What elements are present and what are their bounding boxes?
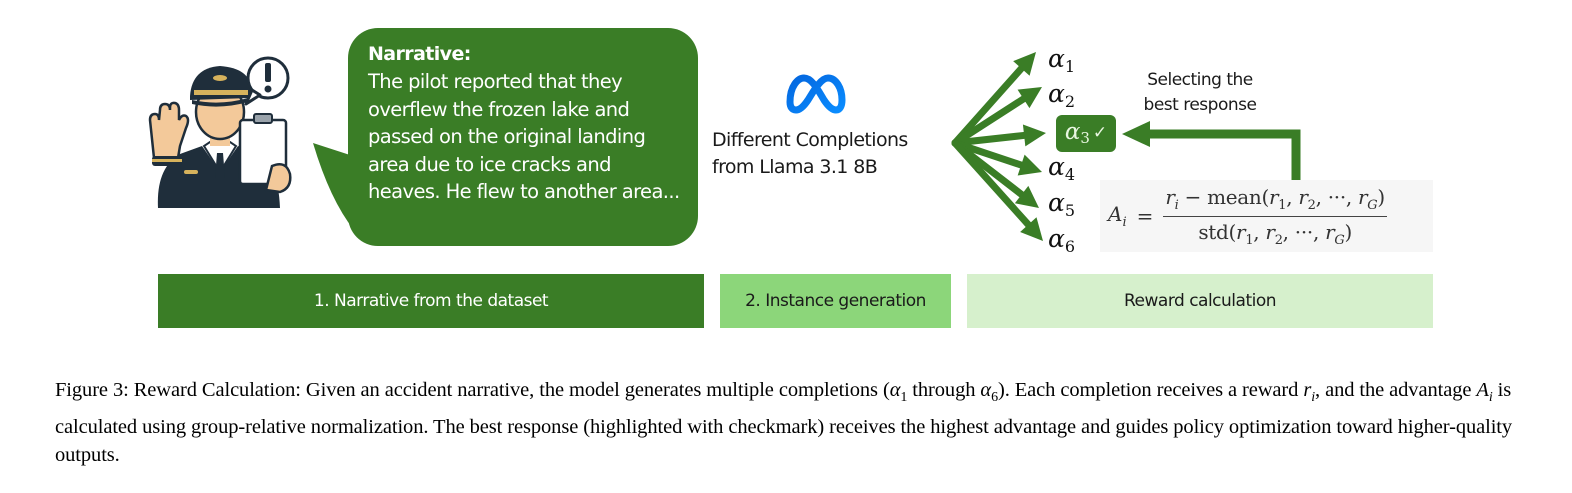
completion-arrow-2 <box>951 87 1042 147</box>
formula-lhs: Ai <box>1108 202 1127 230</box>
completion-alpha-1: α1 <box>1048 44 1076 76</box>
model-label-line2: from Llama 3.1 8B <box>712 156 878 178</box>
reward-calculation-diagram: Narrative: The pilot reported that they … <box>148 28 1433 328</box>
selection-arrow <box>1122 121 1301 182</box>
completion-alpha-4: α4 <box>1048 152 1076 184</box>
formula-denominator: std(r1, r2, ···, rG) <box>1198 219 1352 248</box>
formula-numerator: ri − mean(r1, r2, ···, rG) <box>1163 185 1387 217</box>
checkmark-icon: ✓ <box>1092 123 1108 143</box>
narrative-title: Narrative: <box>368 43 471 65</box>
formula-fraction: ri − mean(r1, r2, ···, rG) std(r1, r2, ·… <box>1163 185 1387 248</box>
stage-reward-calculation: Reward calculation <box>967 274 1433 328</box>
figure-caption: Figure 3: Reward Calculation: Given an a… <box>55 379 1513 467</box>
stage-instance-generation: 2. Instance generation <box>720 274 951 328</box>
selection-label: Selecting the best response <box>1143 70 1257 115</box>
completion-arrow-3 <box>951 124 1046 147</box>
advantage-formula: Ai = ri − mean(r1, r2, ···, rG) std(r1, … <box>1100 180 1433 252</box>
model-label-line1: Different Completions <box>712 129 908 151</box>
completion-alpha-3-selected: α3 ✓ <box>1056 115 1116 152</box>
completion-arrow-6 <box>951 139 1043 241</box>
stage-narrative-from-dataset: 1. Narrative from the dataset <box>158 274 704 328</box>
meta-logo-icon <box>786 74 846 114</box>
completion-arrow-4 <box>951 139 1042 176</box>
completion-arrows <box>951 52 1046 241</box>
formula-equals: = <box>1136 204 1154 228</box>
completion-alpha-6: α6 <box>1048 224 1076 256</box>
completion-alpha-2: α2 <box>1048 79 1076 111</box>
model-label: Different Completions from Llama 3.1 8B <box>712 127 952 181</box>
speech-bubble-tail <box>313 143 354 230</box>
pilot-with-clipboard-icon <box>148 56 292 208</box>
completion-alpha-5: α5 <box>1048 188 1076 220</box>
narrative-text: The pilot reported that they overflew th… <box>368 70 680 203</box>
completion-arrow-1 <box>951 52 1036 147</box>
narrative-bubble: Narrative: The pilot reported that they … <box>348 28 698 246</box>
